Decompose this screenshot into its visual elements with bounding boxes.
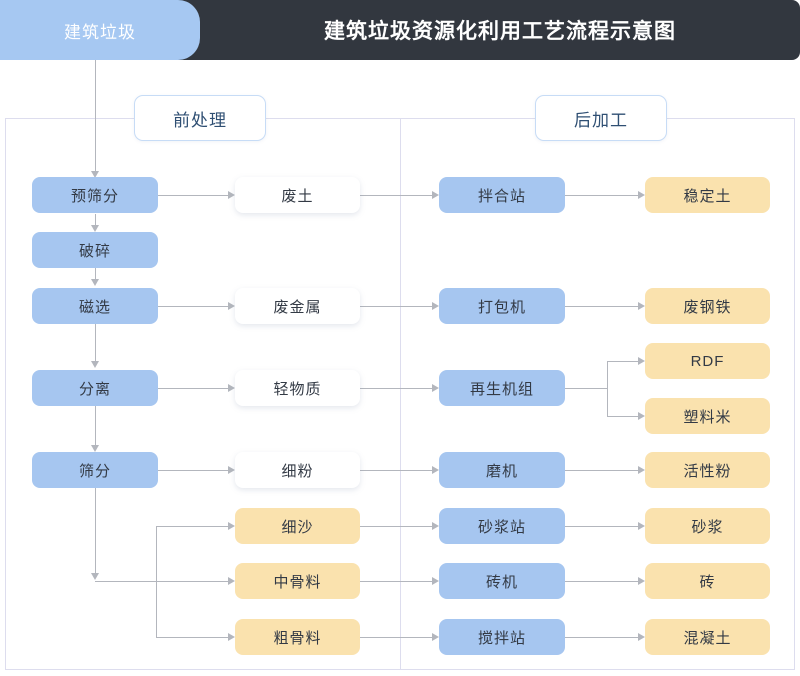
edge-magnetic-to-scrap-metal	[158, 306, 228, 307]
node-brick-machine[interactable]: 砖机	[439, 563, 565, 599]
arrowhead-fine-powder-to-mill	[432, 466, 439, 474]
edge-brick-machine-to-brick	[565, 581, 638, 582]
arrowhead-magnetic-to-separate	[91, 361, 99, 368]
arrowhead-crush-to-magnetic	[91, 279, 99, 286]
arrowhead-screen-to-fine-powder	[228, 466, 235, 474]
header-tab-input-material[interactable]: 建筑垃圾	[0, 0, 200, 60]
arrowhead-screen-down-stem	[91, 573, 99, 580]
regen-bracket-spine	[607, 361, 608, 416]
edge-baler-to-scrap-steel	[565, 306, 638, 307]
arrowhead-mixing-station-to-stabilized-soil	[638, 191, 645, 199]
edge-screen-down-stem	[95, 488, 96, 573]
edge-fine-sand-to-mortar-station	[360, 526, 432, 527]
arrowhead-to-coarse-aggregate	[228, 633, 235, 641]
edge-input-to-prescreen	[95, 60, 96, 171]
node-brick[interactable]: 砖	[645, 563, 770, 599]
edge-crush-to-magnetic	[95, 268, 96, 279]
edge-medium-aggregate-to-brick-machine	[360, 581, 432, 582]
node-waste-soil[interactable]: 废土	[235, 177, 360, 213]
edge-regen-to-rdf	[607, 361, 638, 362]
arrowhead-light-material-to-regen-unit	[432, 384, 439, 392]
node-fine-powder[interactable]: 细粉	[235, 452, 360, 488]
node-separation[interactable]: 分离	[32, 370, 158, 406]
arrowhead-input-to-prescreen	[91, 171, 99, 178]
aggregate-branch-medium	[95, 581, 228, 582]
arrowhead-separate-to-screen	[91, 445, 99, 452]
node-baler[interactable]: 打包机	[439, 288, 565, 324]
edge-waste-soil-to-mixing-station	[360, 195, 432, 196]
node-concrete-station[interactable]: 搅拌站	[439, 619, 565, 655]
arrowhead-baler-to-scrap-steel	[638, 302, 645, 310]
arrowhead-regen-to-plastic-pellet	[638, 412, 645, 420]
edge-regen-to-plastic-pellet	[607, 416, 638, 417]
arrowhead-separate-to-light-material	[228, 384, 235, 392]
edge-prescreen-to-waste-soil	[158, 195, 228, 196]
edge-mortar-station-to-mortar	[565, 526, 638, 527]
arrowhead-prescreen-to-waste-soil	[228, 191, 235, 199]
edge-light-material-to-regen-unit	[360, 388, 432, 389]
aggregate-branch-fine-sand	[156, 526, 228, 527]
node-mortar[interactable]: 砂浆	[645, 508, 770, 544]
node-crush[interactable]: 破碎	[32, 232, 158, 268]
edge-scrap-metal-to-baler	[360, 306, 432, 307]
aggregate-branch-coarse	[156, 637, 228, 638]
node-scrap-metal[interactable]: 废金属	[235, 288, 360, 324]
edge-regen-unit-stem	[565, 388, 607, 389]
arrowhead-waste-soil-to-mixing-station	[432, 191, 439, 199]
arrowhead-fine-sand-to-mortar-station	[432, 522, 439, 530]
node-screening[interactable]: 筛分	[32, 452, 158, 488]
node-stabilized-soil[interactable]: 稳定土	[645, 177, 770, 213]
arrowhead-mortar-station-to-mortar	[638, 522, 645, 530]
arrowhead-mill-to-active-powder	[638, 466, 645, 474]
node-mixing-station[interactable]: 拌合站	[439, 177, 565, 213]
node-concrete[interactable]: 混凝土	[645, 619, 770, 655]
node-prescreen[interactable]: 预筛分	[32, 177, 158, 213]
section-header-pre[interactable]: 前处理	[134, 95, 266, 141]
edge-fine-powder-to-mill	[360, 470, 432, 471]
edge-mixing-station-to-stabilized-soil	[565, 195, 638, 196]
node-scrap-steel[interactable]: 废钢铁	[645, 288, 770, 324]
edge-concrete-station-to-concrete	[565, 637, 638, 638]
arrowhead-regen-to-rdf	[638, 357, 645, 365]
edge-separate-to-screen	[95, 406, 96, 445]
arrowhead-to-fine-sand	[228, 522, 235, 530]
arrowhead-concrete-station-to-concrete	[638, 633, 645, 641]
node-plastic-pellet[interactable]: 塑料米	[645, 398, 770, 434]
edge-magnetic-to-separate	[95, 324, 96, 361]
node-mortar-station[interactable]: 砂浆站	[439, 508, 565, 544]
node-mill[interactable]: 磨机	[439, 452, 565, 488]
arrowhead-medium-aggregate-to-brick-machine	[432, 577, 439, 585]
arrowhead-to-medium-aggregate	[228, 577, 235, 585]
edge-separate-to-light-material	[158, 388, 228, 389]
node-rdf[interactable]: RDF	[645, 343, 770, 379]
section-header-post[interactable]: 后加工	[535, 95, 667, 141]
edge-coarse-aggregate-to-concrete-station	[360, 637, 432, 638]
edge-screen-to-fine-powder	[158, 470, 228, 471]
node-active-powder[interactable]: 活性粉	[645, 452, 770, 488]
page-title: 建筑垃圾资源化利用工艺流程示意图	[324, 20, 676, 43]
node-regeneration-unit[interactable]: 再生机组	[439, 370, 565, 406]
node-coarse-aggregate[interactable]: 粗骨料	[235, 619, 360, 655]
node-medium-aggregate[interactable]: 中骨料	[235, 563, 360, 599]
node-light-material[interactable]: 轻物质	[235, 370, 360, 406]
arrowhead-coarse-aggregate-to-concrete-station	[432, 633, 439, 641]
node-fine-sand[interactable]: 细沙	[235, 508, 360, 544]
edge-mill-to-active-powder	[565, 470, 638, 471]
arrowhead-scrap-metal-to-baler	[432, 302, 439, 310]
arrowhead-brick-machine-to-brick	[638, 577, 645, 585]
stage-divider	[400, 118, 401, 670]
node-magnetic-separation[interactable]: 磁选	[32, 288, 158, 324]
edge-prescreen-to-crush	[95, 214, 96, 225]
arrowhead-magnetic-to-scrap-metal	[228, 302, 235, 310]
arrowhead-prescreen-to-crush	[91, 225, 99, 232]
